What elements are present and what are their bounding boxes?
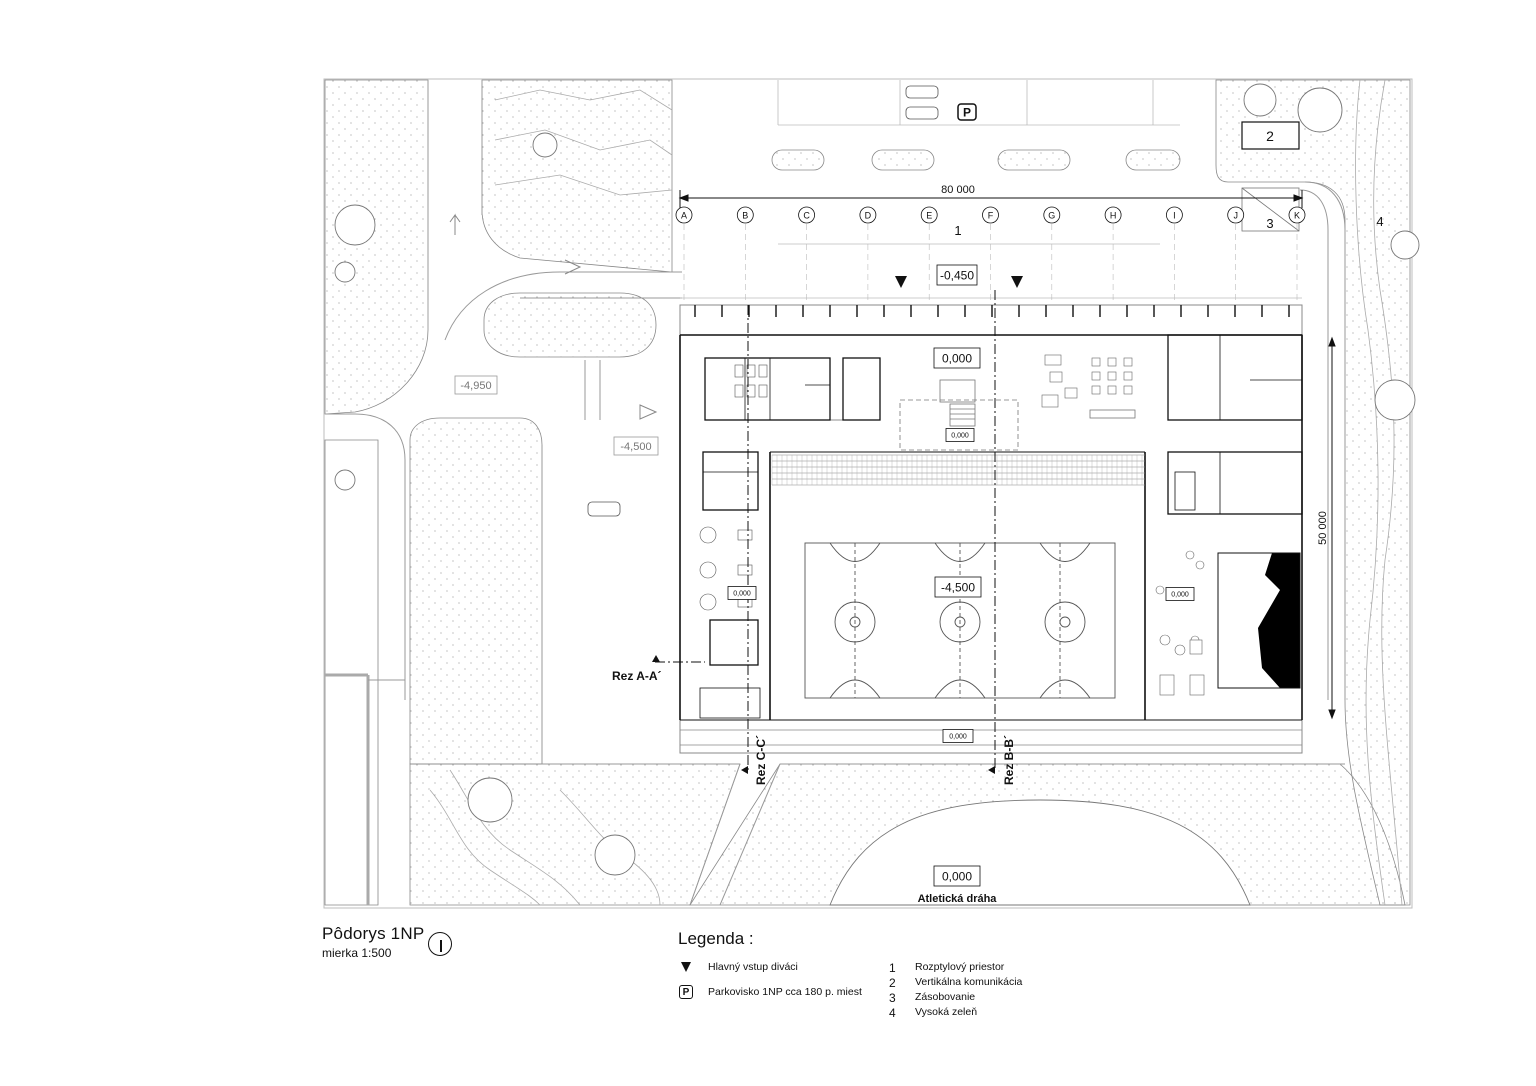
grid-axis-label-b: B [742,211,748,221]
right-wing-furniture [1155,550,1205,696]
level-label-road: -4,950 [460,380,491,392]
legend-entrance-label: Hlavný vstup diváci [708,961,798,973]
grid-axis-label-f: F [988,211,994,221]
foyer-stair [899,379,1136,451]
width-dimension-label: 80 000 [941,184,975,196]
section-aa-label: Rez A-A´ [612,669,662,683]
level-box-foyer [933,347,981,369]
drawing-title: Pôdorys 1NP [322,924,425,943]
grid-axis-bubble-e [920,206,938,224]
legend-item-parking: P Parkovisko 1NP cca 180 p. miest [676,985,862,999]
road-arrows [449,213,658,420]
grid-axis-bubble-a [675,206,693,224]
section-lines [655,290,996,770]
left-wing-rooms [699,357,881,719]
level-label-ramp: -4,500 [620,441,651,453]
level-box-court [934,576,982,598]
grid-axis-label-c: C [803,211,810,221]
zone-4-number: 4 [1376,214,1383,229]
parking-p-icon: P [679,985,693,999]
grid-axis-label-a: A [681,211,687,221]
level-label-south-walk: 0,000 [949,734,967,741]
parked-cars [587,85,939,517]
grid-axes: A B C D E F G H I J K [675,206,1306,300]
level-label-left-wing: 0,000 [733,591,751,598]
grid-axis-bubble-g [1043,206,1061,224]
grid-axis-label-k: K [1294,211,1300,221]
zone-2-box [1241,121,1300,150]
grid-axis-bubble-b [736,206,754,224]
drawing-frame [323,78,1413,909]
section-bb-label: Rez B-B´ [1002,735,1016,785]
main-entrance-markers [895,276,1023,288]
grid-axis-bubble-f [982,206,999,224]
grid-axis-label-g: G [1048,211,1055,221]
legend-heading: Legenda : [678,929,754,948]
section-cc-label: Rez C-C´ [754,735,768,785]
zone-1-number: 1 [954,223,961,238]
level-label-court: -4,500 [941,580,975,594]
grid-axis-bubble-k [1288,206,1306,224]
building [679,304,1303,754]
roads [325,80,1346,906]
dimension-width [678,190,1304,208]
right-wing-rooms [1167,334,1303,515]
facade-ticks [694,305,1290,317]
level-label-entrance: -0,450 [940,268,974,282]
title-block: Pôdorys 1NP mierka 1:500 [322,924,424,960]
level-box-track [933,865,981,887]
grid-axis-bubble-h [1104,206,1122,224]
trees [334,83,1420,876]
grid-axis-bubble-d [859,206,877,224]
level-box-right-wing [1165,587,1195,601]
grid-axis-bubble-j [1227,206,1245,224]
level-label-foyer: 0,000 [942,351,972,365]
left-wing-fixtures [699,364,768,611]
grid-axis-bubble-i [1166,206,1183,224]
grid-axis-label-j: J [1233,211,1238,221]
level-box-foyer-small [945,428,975,442]
right-hall [1217,552,1301,689]
parking-lot [771,149,1181,171]
drawing-scale: mierka 1:500 [322,946,392,960]
level-box-ramp [613,436,659,456]
height-dimension-label: 50 000 [1317,511,1329,545]
grid-axis-bubble-c [798,206,815,224]
parking-symbol: P [957,103,977,121]
level-labels: -0,450 0,000 0,000 -4,500 -4,950 -4,500 0,000 0… [454,264,1195,887]
level-box-entrance [936,264,978,286]
grid-axis-label-e: E [926,211,932,221]
forecourt [680,243,1302,299]
track-label: Atletická dráha [918,893,998,905]
grandstand-seating [771,454,1145,486]
contour-lines [429,79,1403,906]
legend-parking-label: Parkovisko 1NP cca 180 p. miest [708,986,862,998]
level-box-left-wing [727,586,757,600]
entrance-triangle-icon [681,962,691,972]
level-label-right-wing: 0,000 [1171,592,1189,599]
level-box-south-walk [942,729,974,743]
zone-3-number: 3 [1266,216,1273,231]
level-label-track: 0,000 [942,869,972,883]
svg-text:P: P [963,106,971,120]
zone-2-number: 2 [1266,128,1274,144]
foyer-furniture [1041,354,1133,408]
grid-axis-label-i: I [1173,211,1176,221]
level-label-foyer-small: 0,000 [951,433,969,440]
north-arrow-icon [428,932,452,956]
dark-volume [1258,553,1300,688]
level-box-road [454,375,498,395]
legend-item-entrance: Hlavný vstup diváci [676,961,798,973]
grid-axis-label-d: D [865,211,872,221]
playing-court [804,542,1116,699]
parking-lines [777,80,1180,126]
dimension-height [1328,336,1336,720]
grid-axis-label-h: H [1110,211,1117,221]
